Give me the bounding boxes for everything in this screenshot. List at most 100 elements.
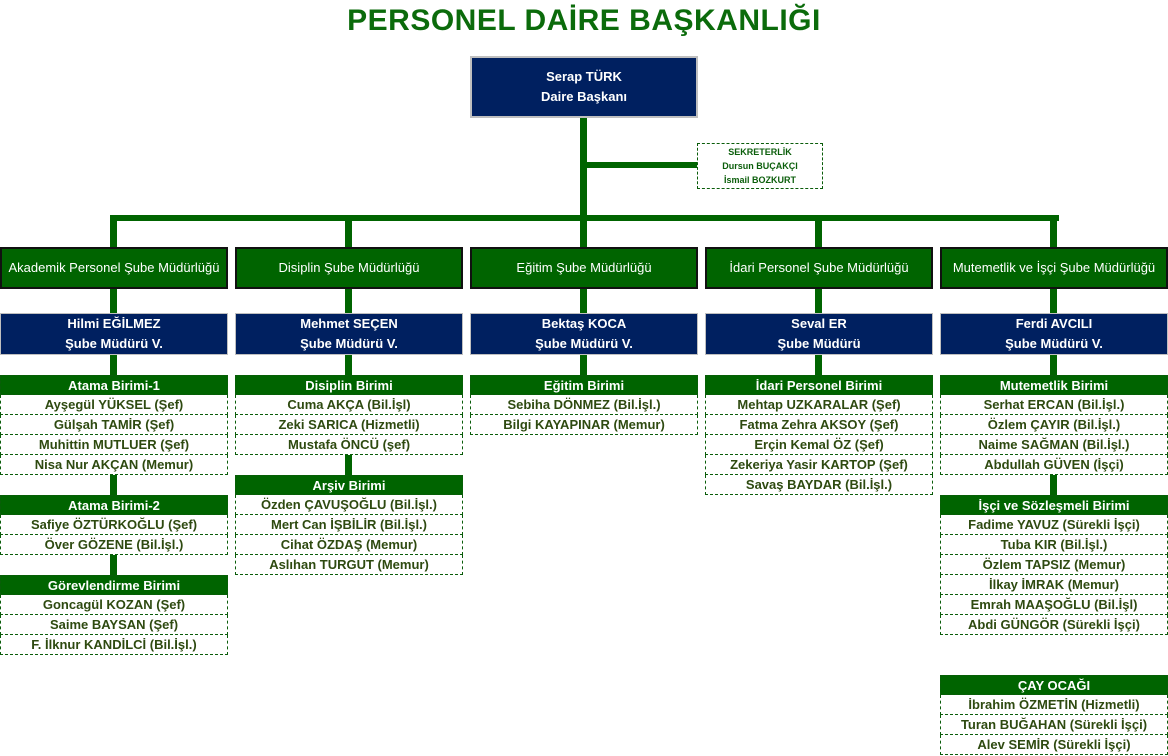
unit-header: Görevlendirme Birimi xyxy=(0,575,228,595)
staff-row: Cihat ÖZDAŞ (Memur) xyxy=(235,535,463,555)
staff-row: Emrah MAAŞOĞLU (Bil.İşl) xyxy=(940,595,1168,615)
staff-row: Sebiha DÖNMEZ (Bil.İşl.) xyxy=(470,395,698,415)
unit-header: Disiplin Birimi xyxy=(235,375,463,395)
secretariat-member: İsmail BOZKURT xyxy=(723,175,796,185)
trunk-connector xyxy=(580,118,587,247)
manager-box: Ferdi AVCILI Şube Müdürü V. xyxy=(940,313,1168,355)
staff-row: Naime SAĞMAN (Bil.İşl.) xyxy=(940,435,1168,455)
unit-connector xyxy=(345,455,352,475)
department-box: Akademik Personel Şube Müdürlüğü xyxy=(0,247,228,289)
secretariat-box: SEKRETERLİK Dursun BUÇAKÇI İsmail BOZKUR… xyxy=(697,143,823,189)
manager-connector xyxy=(815,289,822,313)
staff-row: Cuma AKÇA (Bil.İşl) xyxy=(235,395,463,415)
unit-header: ÇAY OCAĞI xyxy=(940,675,1168,695)
head-box: Serap TÜRK Daire Başkanı xyxy=(470,56,698,118)
department-box: Mutemetlik ve İşçi Şube Müdürlüğü xyxy=(940,247,1168,289)
department-box: İdari Personel Şube Müdürlüğü xyxy=(705,247,933,289)
unit-header: Eğitim Birimi xyxy=(470,375,698,395)
manager-box: Mehmet SEÇEN Şube Müdürü V. xyxy=(235,313,463,355)
staff-row: Turan BUĞAHAN (Sürekli İşçi) xyxy=(940,715,1168,735)
manager-name: Seval ER xyxy=(791,316,847,331)
staff-row: Bilgi KAYAPINAR (Memur) xyxy=(470,415,698,435)
staff-row: Tuba KIR (Bil.İşl.) xyxy=(940,535,1168,555)
unit-connector xyxy=(110,555,117,575)
unit-header: Atama Birimi-1 xyxy=(0,375,228,395)
unit-connector xyxy=(815,355,822,375)
staff-row: Mustafa ÖNCÜ (şef) xyxy=(235,435,463,455)
secretariat-connector xyxy=(587,162,697,168)
dept-connector xyxy=(580,221,587,247)
manager-box: Bektaş KOCA Şube Müdürü V. xyxy=(470,313,698,355)
staff-row: Özlem ÇAYIR (Bil.İşl.) xyxy=(940,415,1168,435)
staff-row: Saime BAYSAN (Şef) xyxy=(0,615,228,635)
manager-role: Şube Müdürü V. xyxy=(1005,336,1103,351)
staff-row: Abdi GÜNGÖR (Sürekli İşçi) xyxy=(940,615,1168,635)
manager-box: Hilmi EĞİLMEZ Şube Müdürü V. xyxy=(0,313,228,355)
staff-row: Mert Can İŞBİLİR (Bil.İşl.) xyxy=(235,515,463,535)
secretariat-title: SEKRETERLİK xyxy=(728,147,792,157)
manager-name: Bektaş KOCA xyxy=(541,316,627,331)
department-box: Disiplin Şube Müdürlüğü xyxy=(235,247,463,289)
page-title: PERSONEL DAİRE BAŞKANLIĞI xyxy=(347,4,821,37)
unit-header: İşçi ve Sözleşmeli Birimi xyxy=(940,495,1168,515)
staff-row: Özlem TAPSIZ (Memur) xyxy=(940,555,1168,575)
staff-row: İlkay İMRAK (Memur) xyxy=(940,575,1168,595)
staff-row: Serhat ERCAN (Bil.İşl.) xyxy=(940,395,1168,415)
unit-header: Mutemetlik Birimi xyxy=(940,375,1168,395)
unit-connector xyxy=(1050,355,1057,375)
manager-role: Şube Müdürü V. xyxy=(300,336,398,351)
unit-connector xyxy=(110,475,117,495)
staff-row: İbrahim ÖZMETİN (Hizmetli) xyxy=(940,695,1168,715)
dept-connector xyxy=(1050,221,1057,247)
staff-row: Özden ÇAVUŞOĞLU (Bil.İşl.) xyxy=(235,495,463,515)
horizontal-connector xyxy=(110,215,1059,221)
unit-connector xyxy=(110,355,117,375)
staff-row: Fatma Zehra AKSOY (Şef) xyxy=(705,415,933,435)
manager-connector xyxy=(110,289,117,313)
staff-row: Gülşah TAMİR (Şef) xyxy=(0,415,228,435)
manager-role: Şube Müdürü V. xyxy=(65,336,163,351)
dept-connector xyxy=(345,221,352,247)
staff-row: Zekeriya Yasir KARTOP (Şef) xyxy=(705,455,933,475)
staff-row: Mehtap UZKARALAR (Şef) xyxy=(705,395,933,415)
manager-name: Ferdi AVCILI xyxy=(1015,316,1093,331)
unit-header: İdari Personel Birimi xyxy=(705,375,933,395)
manager-connector xyxy=(1050,289,1057,313)
head-role: Daire Başkanı xyxy=(541,89,627,104)
department-box: Eğitim Şube Müdürlüğü xyxy=(470,247,698,289)
staff-row: Aslıhan TURGUT (Memur) xyxy=(235,555,463,575)
manager-name: Hilmi EĞİLMEZ xyxy=(67,316,161,331)
staff-row: Goncagül KOZAN (Şef) xyxy=(0,595,228,615)
secretariat-member: Dursun BUÇAKÇI xyxy=(722,161,798,171)
unit-header: Arşiv Birimi xyxy=(235,475,463,495)
staff-row: Savaş BAYDAR (Bil.İşl.) xyxy=(705,475,933,495)
unit-header: Atama Birimi-2 xyxy=(0,495,228,515)
dept-connector xyxy=(110,221,117,247)
staff-row: Abdullah GÜVEN (İşçi) xyxy=(940,455,1168,475)
unit-connector xyxy=(345,355,352,375)
staff-row: Över GÖZENE (Bil.İşl.) xyxy=(0,535,228,555)
manager-role: Şube Müdürü V. xyxy=(535,336,633,351)
staff-row: Alev SEMİR (Sürekli İşçi) xyxy=(940,735,1168,755)
staff-row: Safiye ÖZTÜRKOĞLU (Şef) xyxy=(0,515,228,535)
staff-row: Erçin Kemal ÖZ (Şef) xyxy=(705,435,933,455)
unit-connector xyxy=(580,355,587,375)
manager-name: Mehmet SEÇEN xyxy=(300,316,398,331)
manager-connector xyxy=(580,289,587,313)
staff-row: Zeki SARICA (Hizmetli) xyxy=(235,415,463,435)
staff-row: Fadime YAVUZ (Sürekli İşçi) xyxy=(940,515,1168,535)
staff-row: Nisa Nur AKÇAN (Memur) xyxy=(0,455,228,475)
staff-row: Ayşegül YÜKSEL (Şef) xyxy=(0,395,228,415)
staff-row: F. İlknur KANDİLCİ (Bil.İşl.) xyxy=(0,635,228,655)
